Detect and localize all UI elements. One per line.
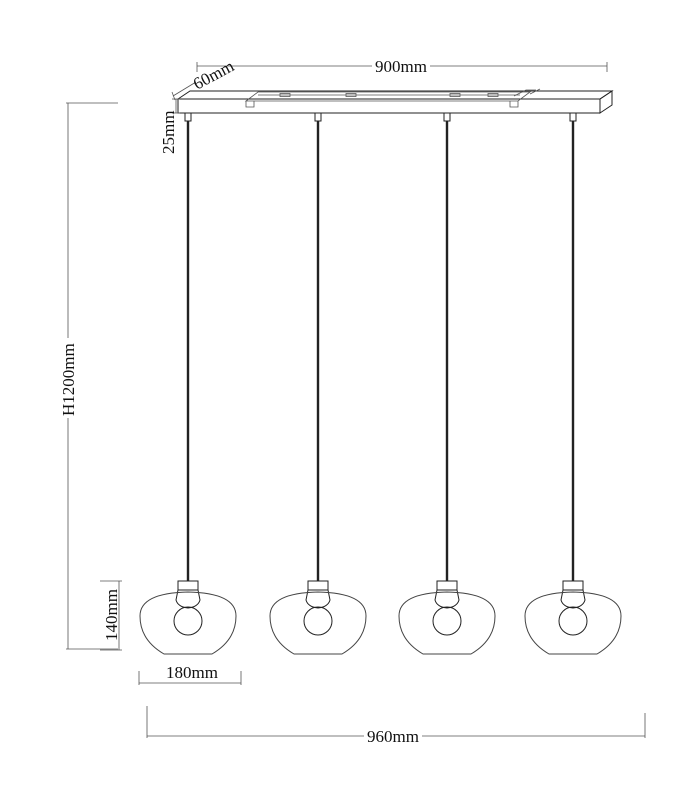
shade-width-label: 180mm bbox=[166, 663, 218, 682]
shade-height-label: 140mm bbox=[102, 589, 121, 641]
canopy-height-dimension: 25mm bbox=[159, 98, 180, 154]
shade-width-dimension: 180mm bbox=[138, 663, 242, 685]
total-height-label: H1200mm bbox=[59, 343, 78, 416]
pendant-2 bbox=[269, 112, 367, 655]
total-width-dimension: 960mm bbox=[146, 706, 646, 746]
pendant-4 bbox=[524, 112, 622, 655]
shade-height-dimension: 140mm bbox=[100, 580, 122, 651]
canopy-height-label: 25mm bbox=[159, 111, 178, 154]
canopy bbox=[176, 88, 614, 114]
pendant-1 bbox=[139, 112, 237, 655]
pendant-3 bbox=[398, 112, 496, 655]
canopy-depth-dimension: 60mm bbox=[171, 56, 237, 101]
total-height-dimension: H1200mm bbox=[59, 102, 118, 650]
canopy-depth-label: 60mm bbox=[190, 56, 237, 93]
canopy-length-label: 900mm bbox=[375, 57, 427, 76]
canopy-length-dimension: 900mm bbox=[196, 57, 608, 76]
total-width-label: 960mm bbox=[367, 727, 419, 746]
